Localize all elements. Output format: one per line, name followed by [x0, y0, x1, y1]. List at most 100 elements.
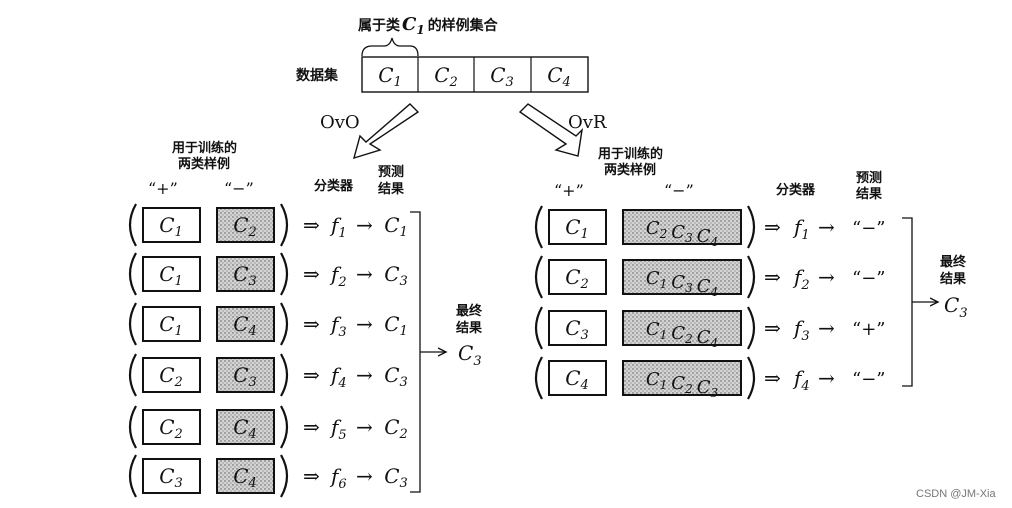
- right-arrow-icon: →: [356, 363, 373, 387]
- dataset-cell-3: C3: [490, 63, 514, 90]
- ovr-positive-class: C4: [565, 366, 589, 393]
- dataset-label: 数据集: [296, 67, 339, 84]
- ovr-positive-class: C1: [565, 215, 589, 242]
- implies-icon: ⇒: [764, 366, 781, 390]
- ovo-negative-box: [216, 256, 275, 292]
- ovo-final: 最终 结果 C3: [410, 211, 483, 493]
- ovr-positive-box: [548, 310, 607, 346]
- ovr-header-line1: 用于训练的: [597, 146, 663, 162]
- ovo-prediction: C2: [384, 415, 408, 442]
- implies-icon: ⇒: [303, 312, 320, 336]
- left-paren: [128, 252, 137, 296]
- ovo-positive-class: C1: [159, 262, 183, 289]
- ovo-classifier: f5: [329, 415, 347, 443]
- ovo-plus-label: “+”: [148, 179, 178, 198]
- ovr-prediction: “−”: [852, 369, 886, 390]
- dataset-cell-4: C4: [547, 63, 571, 90]
- ovr-positive-class: C2: [565, 265, 589, 292]
- ovr-prediction: “−”: [852, 218, 886, 239]
- ovr-classifier: f3: [792, 316, 810, 344]
- ovo-negative-class: C4: [233, 415, 257, 442]
- ovo-prediction: C3: [384, 363, 408, 390]
- ovr-final-class: C3: [944, 293, 968, 321]
- right-arrow-icon: →: [356, 312, 373, 336]
- ovr-final: 最终 结果 C3: [902, 217, 968, 387]
- ovr-positive-box: [548, 209, 607, 245]
- ovo-final-line1: 最终: [456, 303, 483, 319]
- ovo-hollow-arrow: OvO: [320, 103, 420, 160]
- ovo-header-line2: 两类样例: [178, 156, 230, 172]
- implies-icon: ⇒: [303, 363, 320, 387]
- ovr-hollow-arrow: OvR: [518, 103, 607, 157]
- ovo-positive-box: [142, 207, 201, 243]
- implies-icon: ⇒: [764, 316, 781, 340]
- ovr-pred-line2: 结果: [856, 186, 882, 202]
- dataset-cell-2: C2: [434, 63, 458, 90]
- ovr-positive-class: C3: [565, 316, 589, 343]
- ovr-negative-box: [622, 310, 742, 346]
- ovo-final-class: C3: [458, 341, 482, 369]
- implies-icon: ⇒: [303, 262, 320, 286]
- ovo-positive-box: [142, 409, 201, 445]
- ovo-classifier: f3: [329, 312, 347, 340]
- ovo-negative-box: [216, 409, 275, 445]
- dataset-cell-1: C1: [378, 63, 402, 90]
- ovo-prediction: C3: [384, 464, 408, 491]
- ovo-positive-class: C3: [159, 464, 183, 491]
- left-paren: [534, 306, 543, 350]
- ovo-positive-class: C2: [159, 363, 183, 390]
- dataset-bar: [361, 56, 589, 93]
- ovr-header-line2: 两类样例: [604, 162, 656, 178]
- ovr-minus-label: “−”: [664, 181, 694, 200]
- right-arrow-icon: →: [356, 262, 373, 286]
- right-arrow-icon: →: [818, 316, 835, 340]
- ovo-negative-box: [216, 458, 275, 494]
- ovr-negative-box: [622, 360, 742, 396]
- ovo-negative-class: C4: [233, 464, 257, 491]
- ovo-positive-class: C2: [159, 415, 183, 442]
- ovo-classifier: f6: [329, 464, 347, 492]
- ovr-label: OvR: [568, 112, 607, 133]
- ovr-positive-box: [548, 259, 607, 295]
- ovo-negative-class: C2: [233, 213, 257, 240]
- ovr-headers: 用于训练的 两类样例 “+” “−” 分类器 预测 结果: [554, 146, 882, 202]
- left-paren: [534, 356, 543, 400]
- ovr-plus-label: “+”: [554, 181, 584, 200]
- ovo-headers: 用于训练的 两类样例 “+” “−” 分类器 预测 结果: [148, 140, 404, 198]
- ovo-classifier: f4: [329, 363, 347, 391]
- ovo-prediction: C1: [384, 312, 408, 339]
- ovr-prediction: “−”: [852, 268, 886, 289]
- left-paren: [128, 353, 137, 397]
- right-arrow-icon: →: [356, 213, 373, 237]
- ovr-negative-box: [622, 209, 742, 245]
- right-paren: [747, 356, 756, 400]
- ovo-negative-box: [216, 357, 275, 393]
- ovr-pred-line1: 预测: [856, 170, 882, 186]
- ovr-positive-box: [548, 360, 607, 396]
- ovo-row: C3 C4 ⇒ f6 → C3: [128, 454, 408, 498]
- ovo-header-line1: 用于训练的: [171, 140, 237, 156]
- ovr-final-line2: 结果: [940, 271, 966, 287]
- ovr-classifier-label: 分类器: [776, 182, 816, 198]
- right-arrow-icon: →: [356, 464, 373, 488]
- implies-icon: ⇒: [303, 464, 320, 488]
- left-paren: [128, 454, 137, 498]
- left-paren: [128, 302, 137, 346]
- ovo-final-line2: 结果: [456, 320, 482, 336]
- ovo-classifier-label: 分类器: [314, 178, 354, 194]
